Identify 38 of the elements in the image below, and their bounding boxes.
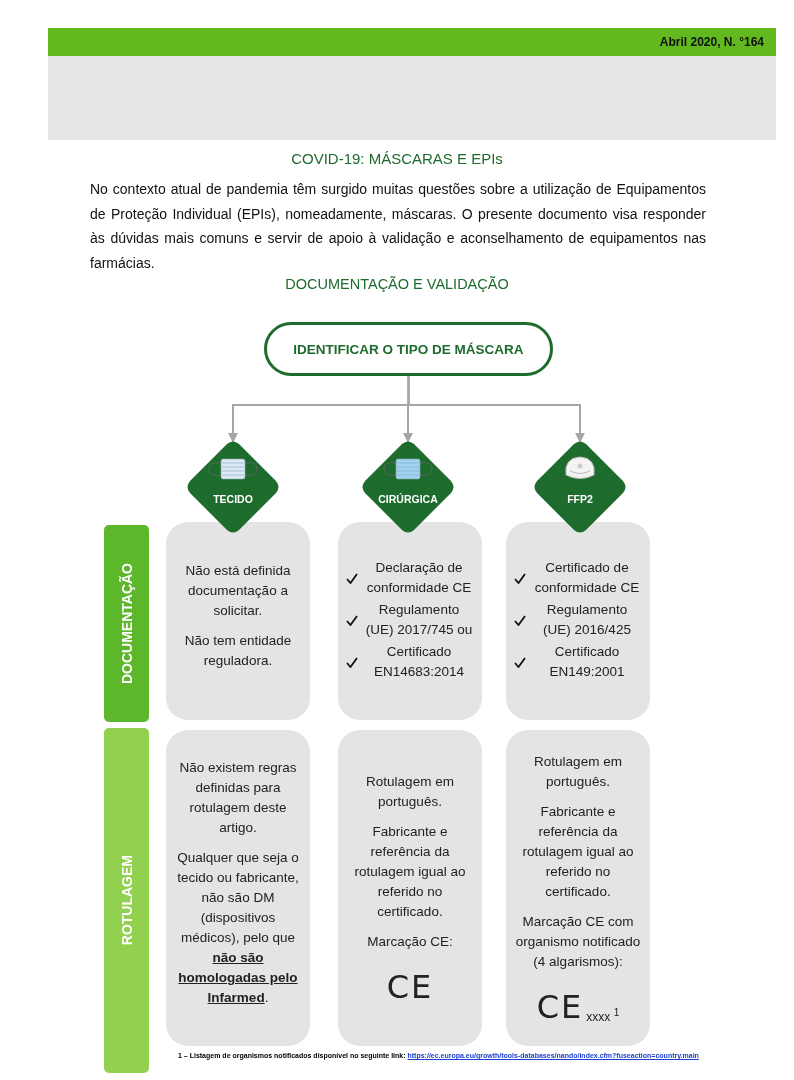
info-card	[166, 730, 310, 1046]
ce-mark: CE	[386, 970, 434, 1004]
card-text: Não está definida documentação a solicitar.	[184, 562, 292, 620]
document-title: COVID-19: MÁSCARAS E EPIs	[290, 150, 504, 167]
category-label: TECIDO	[212, 493, 254, 505]
card-text: Não tem entidade reguladora.	[183, 632, 293, 670]
node-label: IDENTIFICAR O TIPO DE MÁSCARA	[293, 341, 524, 357]
category-label: CIRÚRGICA	[377, 493, 439, 505]
card-text: Certificado de conformidade CE	[533, 559, 641, 597]
info-card	[166, 522, 310, 720]
notified-body-number: xxxx $^{1}$	[586, 1006, 620, 1024]
issue-date: Abril 2020, N. °164	[659, 35, 764, 49]
card-text: Qualquer que seja o tecido ou fabricante, não são DM (dispositivos médicos), pelo que não são homologadas pelo Infarmed.	[176, 849, 300, 1007]
row-header-band	[104, 728, 149, 1073]
card-text: Rotulagem em português.	[365, 773, 455, 811]
card-text: Rotulagem em português.	[533, 753, 623, 791]
card-text: Certificado EN14683:2014	[372, 643, 466, 681]
row-header-band	[104, 525, 149, 722]
card-text: Regulamento (UE) 2016/425	[542, 601, 632, 639]
row-header-label: ROTULAGEM	[118, 855, 135, 946]
start-terminal	[264, 322, 553, 376]
info-card	[338, 730, 482, 1046]
card-text: Marcação CE:	[367, 933, 453, 951]
info-card	[506, 522, 650, 720]
card-text: Fabricante e referência da rotulagem igual ao referido no certificado.	[353, 823, 467, 921]
info-card	[338, 522, 482, 720]
intro-paragraph: No contexto atual de pandemia têm surgido muitas questões sobre a utilização de Equipamentos de Proteção Individual (EPIs), nomeadamente, máscaras. O presente documento visa responder às dúvidas mais comuns e servir de apoio à validação e aconselhamento de equipamentos nas farmácias.	[90, 180, 706, 273]
card-text: Fabricante e referência da rotulagem igual ao referido no certificado.	[521, 803, 635, 901]
card-text: Regulamento (UE) 2017/745 ou	[364, 601, 474, 639]
section-heading: DOCUMENTAÇÃO E VALIDAÇÃO	[284, 276, 510, 292]
card-text: Marcação CE com organismo notificado (4 algarismos):	[514, 913, 642, 971]
category-label: FFP2	[566, 493, 594, 505]
card-text: Não existem regras definidas para rotulagem deste artigo.	[178, 759, 298, 837]
ce-mark: CE	[536, 990, 584, 1024]
card-text: Certificado EN149:2001	[548, 643, 626, 681]
row-header-label: DOCUMENTAÇÃO	[118, 562, 135, 685]
info-card	[506, 730, 650, 1046]
card-text: Declaração de conformidade CE	[365, 559, 473, 597]
